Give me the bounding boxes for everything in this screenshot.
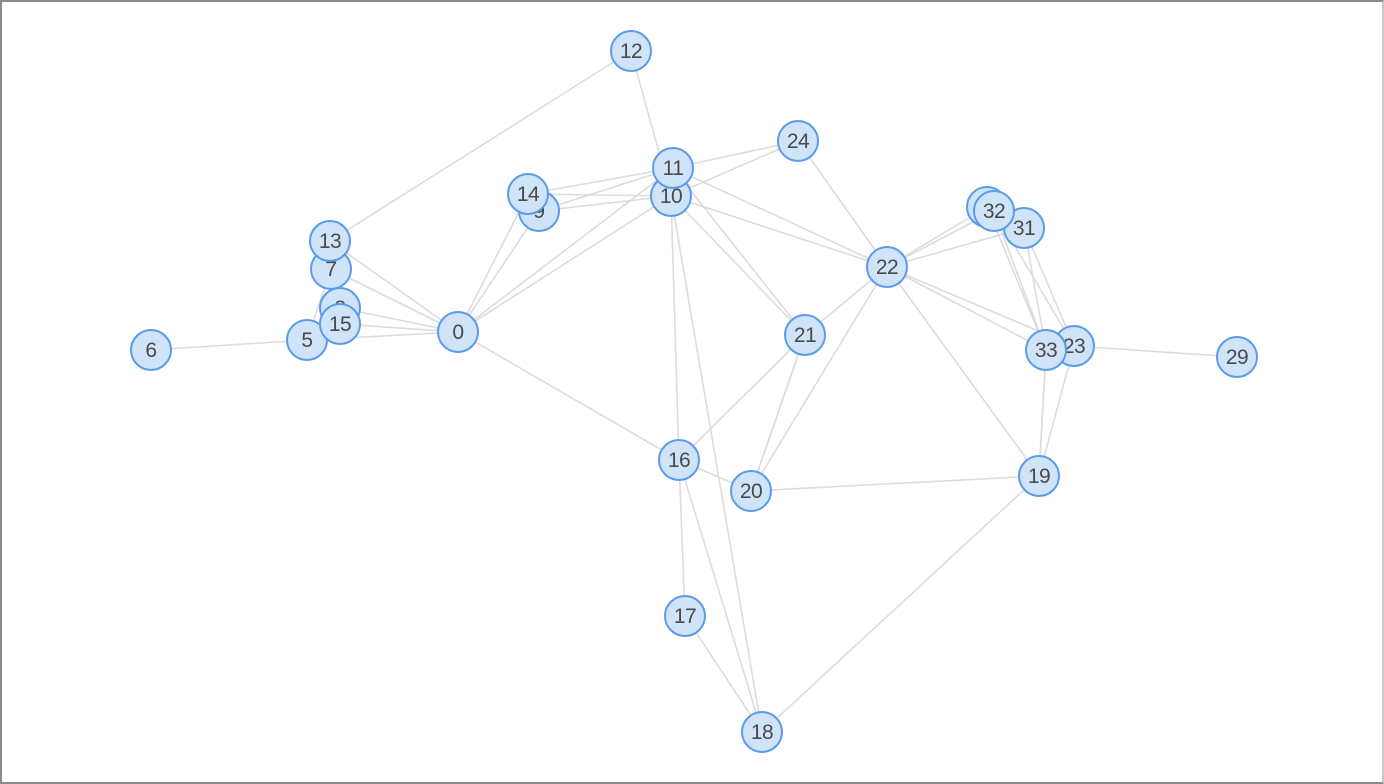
graph-node-label: 14 xyxy=(516,182,540,206)
graph-node-label: 20 xyxy=(739,479,763,503)
graph-node-label: 5 xyxy=(301,328,313,352)
graph-node-32[interactable]: 32 xyxy=(973,190,1015,232)
graph-node-33[interactable]: 33 xyxy=(1025,329,1067,371)
graph-node-6[interactable]: 6 xyxy=(130,329,172,371)
graph-node-20[interactable]: 20 xyxy=(730,470,772,512)
graph-node-label: 11 xyxy=(662,156,684,180)
graph-node-label: 12 xyxy=(619,39,643,63)
graph-node-12[interactable]: 12 xyxy=(610,30,652,72)
graph-node-17[interactable]: 17 xyxy=(664,595,706,637)
graph-node-22[interactable]: 22 xyxy=(866,246,908,288)
graph-node-label: 0 xyxy=(452,320,464,344)
graph-node-13[interactable]: 13 xyxy=(309,220,351,262)
graph-node-18[interactable]: 18 xyxy=(741,711,783,753)
graph-node-label: 22 xyxy=(875,255,899,279)
graph-node-label: 18 xyxy=(750,720,774,744)
graph-node-29[interactable]: 29 xyxy=(1216,336,1258,378)
graph-node-label: 21 xyxy=(793,323,817,347)
graph-node-label: 32 xyxy=(982,199,1006,223)
graph-node-15[interactable]: 15 xyxy=(319,303,361,345)
graph-node-24[interactable]: 24 xyxy=(777,120,819,162)
graph-node-11[interactable]: 11 xyxy=(652,147,694,189)
graph-node-0[interactable]: 0 xyxy=(437,311,479,353)
graph-node-label: 24 xyxy=(786,129,810,153)
graph-node-label: 16 xyxy=(667,448,691,472)
graph-node-21[interactable]: 21 xyxy=(784,314,826,356)
graph-node-label: 13 xyxy=(318,229,342,253)
graph-node-label: 15 xyxy=(328,312,352,336)
graph-node-19[interactable]: 19 xyxy=(1018,455,1060,497)
graph-node-14[interactable]: 14 xyxy=(507,173,549,215)
graph-node-label: 29 xyxy=(1225,345,1249,369)
graph-node-16[interactable]: 16 xyxy=(658,439,700,481)
graph-node-label: 6 xyxy=(145,338,157,362)
graph-node-label: 31 xyxy=(1012,216,1036,240)
graph-node-label: 17 xyxy=(673,604,697,628)
graph-node-label: 19 xyxy=(1027,464,1051,488)
graph-node-label: 33 xyxy=(1034,338,1058,362)
